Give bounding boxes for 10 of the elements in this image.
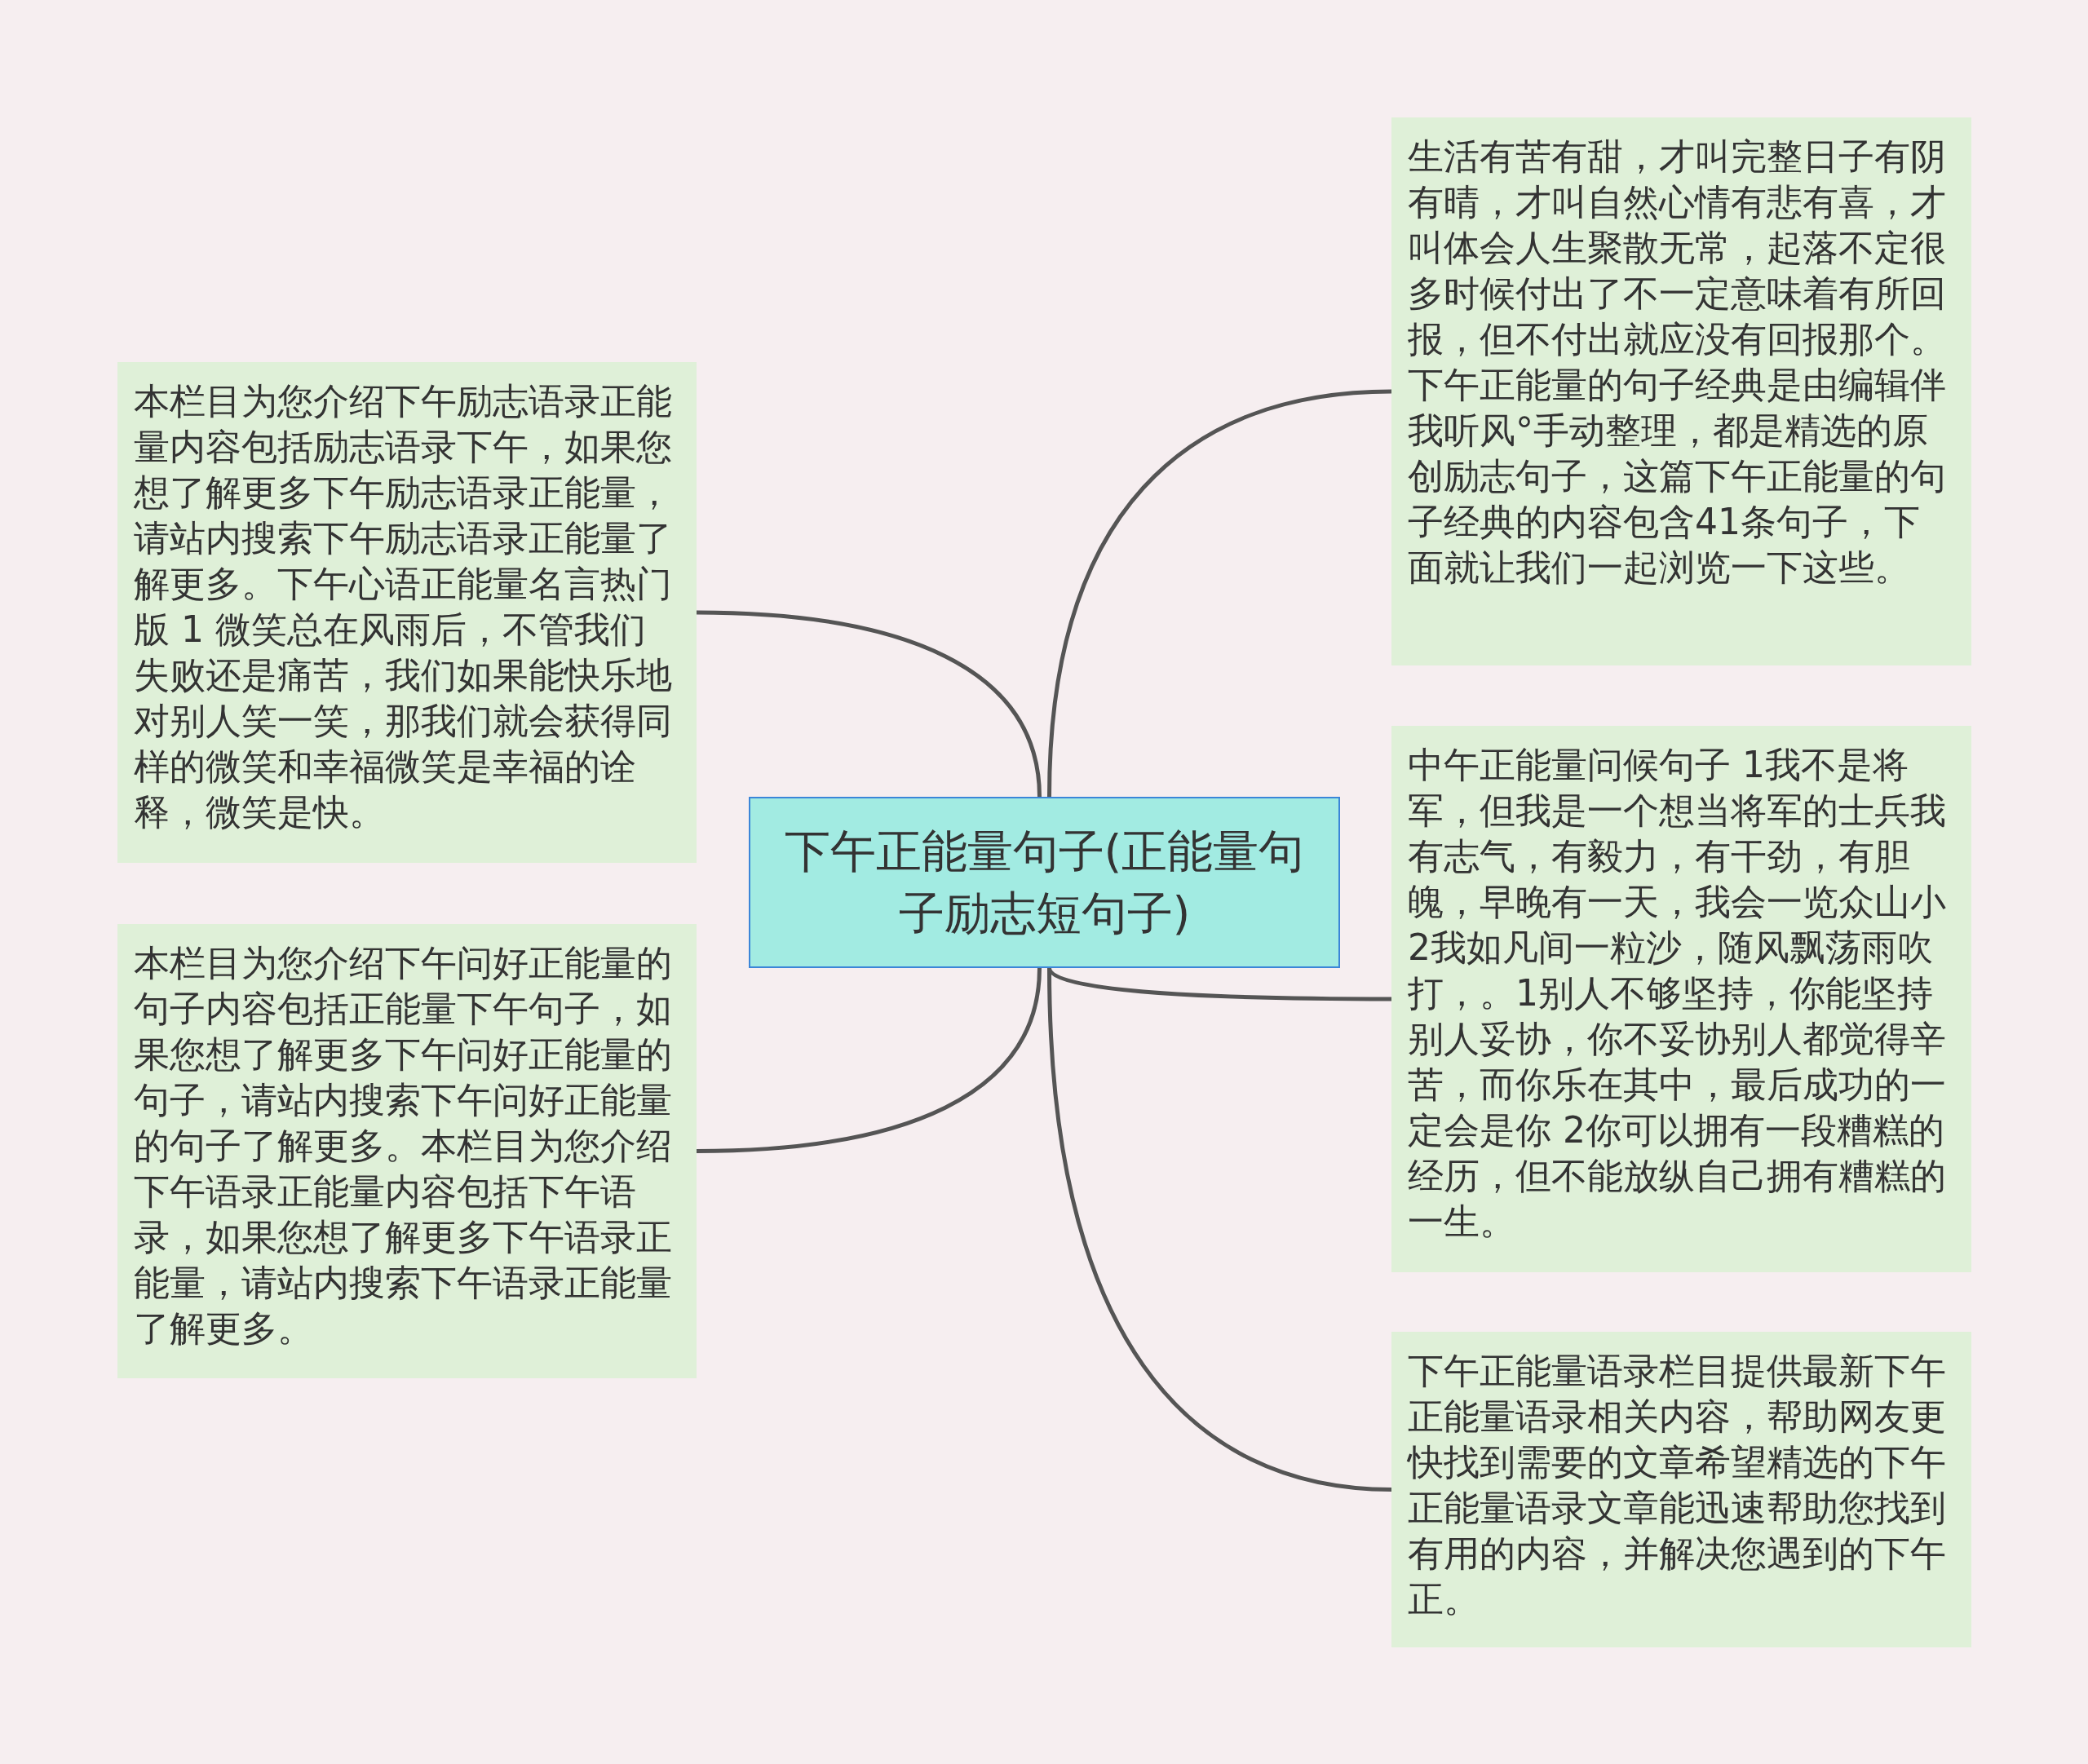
- topic-box: 本栏目为您介绍下午励志语录正能量内容包括励志语录下午，如果您想了解更多下午励志语录正能量，请站内搜索下午励志语录正能量了解更多。下午心语正能量名言热门版 1 微笑总在风雨后，不管我们失败还是痛苦，我们如果能快乐地对别人笑一笑，那我们就会获得同样的微笑和幸福微笑是幸福的诠释，微笑是快。: [117, 362, 697, 863]
- connector: [696, 967, 1042, 1153]
- topic-box: 中午正能量问候句子 1我不是将军，但我是一个想当将军的士兵我有志气，有毅力，有干劲，有胆魄，早晚有一天，我会一览众山小 2我如凡间一粒沙，随风飘荡雨吹打，。1别人不够坚持，你能坚持别人妥协，你不妥协别人都觉得辛苦，而你乐在其中，最后成功的一定会是你 2你可以拥有一段糟糕的经历，但不能放纵自己拥有糟糕的一生。: [1391, 726, 1971, 1272]
- connector: [1047, 967, 1392, 1492]
- connector: [1047, 389, 1392, 798]
- connector: [696, 610, 1042, 798]
- topic-box: 下午正能量语录栏目提供最新下午正能量语录相关内容，帮助网友更快找到需要的文章希望精选的下午正能量语录文章能迅速帮助您找到有用的内容，并解决您遇到的下午正。: [1391, 1332, 1971, 1647]
- topic-box: 生活有苦有甜，才叫完整日子有阴有晴，才叫自然心情有悲有喜，才叫体会人生聚散无常，起落不定很多时候付出了不一定意味着有所回报，但不付出就应没有回报那个。下午正能量的句子经典是由编辑伴我听风°手动整理，都是精选的原创励志句子，这篇下午正能量的句子经典的内容包含41条句子，下面就让我们一起浏览一下这些。: [1391, 117, 1971, 665]
- topic-box: 本栏目为您介绍下午问好正能量的句子内容包括正能量下午句子，如果您想了解更多下午问好正能量的句子，请站内搜索下午问好正能量的句子了解更多。本栏目为您介绍下午语录正能量内容包括下午语录，如果您想了解更多下午语录正能量，请站内搜索下午语录正能量了解更多。: [117, 924, 697, 1378]
- central-topic-box: 下午正能量句子(正能量句子励志短句子): [749, 797, 1340, 968]
